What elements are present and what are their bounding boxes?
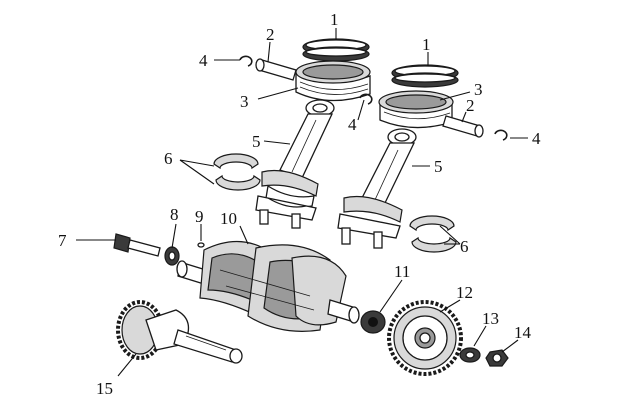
piston-pin-right <box>442 115 484 138</box>
callout-11: 11 <box>394 262 410 281</box>
callout-2: 2 <box>466 96 475 115</box>
washer-8 <box>164 246 180 266</box>
connecting-rod-left <box>261 99 335 208</box>
piston-right <box>378 90 454 129</box>
balancer-shaft-15 <box>116 300 243 364</box>
rod-cap-left <box>255 195 317 229</box>
crankshaft <box>176 240 360 332</box>
callout-1: 1 <box>330 10 339 29</box>
washer-13 <box>459 347 481 363</box>
bearing-shells-left <box>213 153 261 191</box>
piston-rings-left <box>302 38 370 62</box>
nut-14 <box>485 349 509 367</box>
piston-rings-right <box>391 64 459 88</box>
callout-9: 9 <box>195 207 204 226</box>
circlip-right <box>494 129 508 141</box>
callout-3: 3 <box>474 80 483 99</box>
callout-8: 8 <box>170 205 179 224</box>
bolt-7 <box>113 233 161 257</box>
callout-4: 4 <box>199 51 208 70</box>
callout-6: 6 <box>164 149 173 168</box>
callout-5: 5 <box>252 132 261 151</box>
callout-14: 14 <box>514 323 532 342</box>
callout-15: 15 <box>96 379 113 398</box>
piston-left <box>295 60 371 102</box>
piston-pin-left <box>255 58 297 81</box>
callout-4: 4 <box>348 115 357 134</box>
callout-2: 2 <box>266 25 275 44</box>
gear-11 <box>360 310 386 334</box>
callout-10: 10 <box>220 209 237 228</box>
circlip-mid <box>359 93 373 105</box>
gear-12 <box>387 300 463 376</box>
bearing-shells-right <box>409 215 457 253</box>
callout-7: 7 <box>58 231 67 250</box>
callout-labels: 1 1 2 2 3 3 4 4 4 5 5 6 6 7 8 9 10 11 12… <box>58 10 541 398</box>
circlip-left <box>239 55 253 67</box>
connecting-rod-right <box>343 128 417 223</box>
callout-1: 1 <box>422 35 431 54</box>
pin-9 <box>197 242 205 248</box>
callout-4: 4 <box>532 129 541 148</box>
callout-13: 13 <box>482 309 499 328</box>
leader-lines <box>76 28 528 377</box>
rod-cap-right <box>337 213 401 249</box>
callout-12: 12 <box>456 283 473 302</box>
callout-3: 3 <box>240 92 249 111</box>
callout-5: 5 <box>434 157 443 176</box>
callout-6: 6 <box>460 237 469 256</box>
